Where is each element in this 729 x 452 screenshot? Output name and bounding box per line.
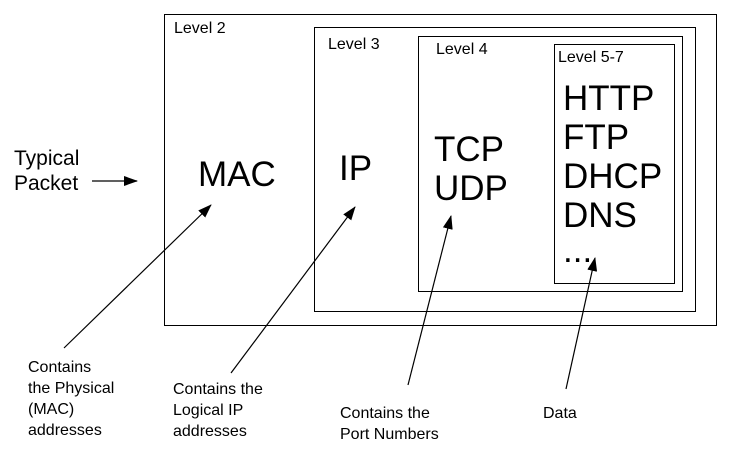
level-4-box [418, 36, 683, 292]
packet-label-line-2: Packet [14, 172, 79, 195]
arrow-data [565, 257, 598, 390]
arrow-mac [63, 204, 212, 349]
protocol-ip: IP [339, 149, 373, 188]
arrow-ports [407, 215, 453, 386]
annotation-ports-line: Port Numbers [340, 426, 439, 443]
protocol-udp: UDP [434, 169, 508, 208]
annotation-mac-line: the Physical [28, 380, 115, 397]
level-4-title: Level 4 [436, 41, 488, 58]
protocol-tcp: TCP [434, 130, 504, 169]
annotation-data-line: Data [543, 405, 577, 422]
level-2-title: Level 2 [174, 20, 226, 37]
annotation-data: Data [543, 403, 577, 424]
protocol-mac: MAC [198, 155, 276, 194]
annotation-ports-line: Contains the [340, 405, 430, 422]
level-5-7-box [554, 44, 675, 284]
level-3-title: Level 3 [328, 36, 380, 53]
annotation-ip-line: Logical IP [173, 402, 244, 419]
protocol-dns: DNS [563, 196, 637, 235]
protocol-ftp: FTP [563, 118, 630, 157]
annotation-mac-line: addresses [28, 422, 102, 439]
protocol-http: HTTP [563, 79, 655, 118]
level-5-7-title: Level 5-7 [558, 49, 624, 66]
protocol-dhcp: DHCP [563, 157, 663, 196]
level-3-box [314, 27, 696, 312]
packet-label-line-1: Typical [14, 147, 80, 170]
arrow-ip [230, 206, 356, 374]
annotation-mac-line: (MAC) [28, 401, 75, 418]
annotation-ports: Contains the Port Numbers [340, 403, 439, 445]
annotation-ip: Contains the Logical IP addresses [173, 379, 263, 442]
annotation-mac-line: Contains [28, 359, 92, 376]
annotation-mac: Contains the Physical (MAC) addresses [28, 357, 114, 441]
annotation-ip-line: addresses [173, 423, 247, 440]
level-2-box [164, 14, 717, 326]
annotation-ip-line: Contains the [173, 381, 263, 398]
